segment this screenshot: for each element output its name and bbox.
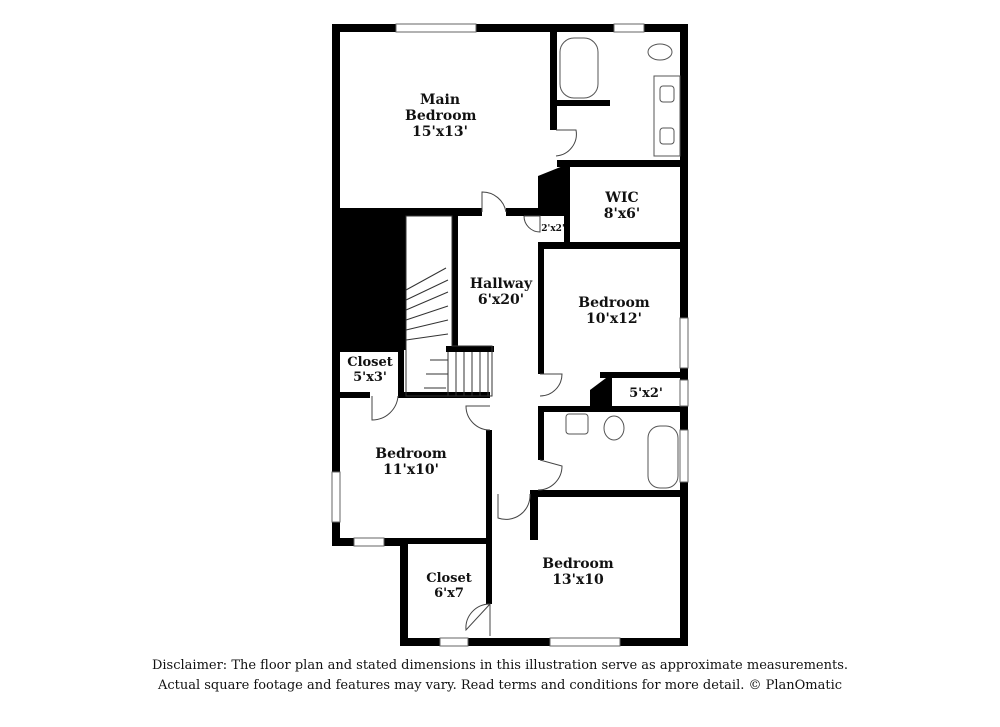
- window-closet-lower: [439, 637, 469, 647]
- room-dims: 10'x12': [586, 311, 642, 328]
- window-bedroom3-bottom: [353, 537, 385, 547]
- window-closet-right: [679, 379, 689, 407]
- room-bedroom-2: Bedroom 10'x12': [562, 295, 666, 327]
- wall-bedroom2-left: [538, 242, 544, 374]
- door-bedroom4: [497, 493, 531, 520]
- bathtub-main: [559, 37, 599, 99]
- room-dims: 5'x3': [353, 369, 387, 385]
- exterior-wall-left: [332, 24, 340, 546]
- wall-bedroom4-top: [530, 490, 538, 540]
- sink-hall-bath: [565, 413, 589, 435]
- doors: [371, 129, 577, 636]
- door-bedroom3: [465, 405, 491, 431]
- sink-main-2: [659, 127, 675, 145]
- room-name: Main Bedroom: [405, 92, 477, 125]
- room-main-bedroom: Main Bedroom 15'x13': [380, 92, 500, 140]
- room-dims: 5'x2': [629, 386, 663, 401]
- door-bedroom2: [539, 373, 563, 397]
- wall-wic-bottom: [538, 242, 680, 249]
- wall-main-bedroom-bottom: [332, 208, 482, 216]
- wall-main-bath-stub: [550, 100, 610, 106]
- room-dims: 2'x2': [541, 224, 565, 234]
- room-dims: 6'x20': [477, 292, 525, 309]
- room-name: WIC: [605, 190, 639, 206]
- room-dims: 11'x10': [383, 462, 439, 479]
- room-name: Closet: [426, 571, 472, 586]
- room-dims: 13'x10: [552, 572, 604, 589]
- wall-closet-upper-bottom-r: [398, 392, 490, 398]
- wall-closet-lower-right: [486, 538, 492, 604]
- wall-stair-right: [452, 216, 458, 346]
- room-hallway: Hallway 6'x20': [460, 276, 542, 308]
- room-closet-right: 5'x2': [616, 386, 676, 402]
- room-name: Hallway: [469, 276, 533, 292]
- stair-void: [340, 216, 406, 350]
- room-dims: 15'x13': [412, 124, 468, 141]
- exterior-wall-step-v: [400, 538, 408, 646]
- wall-stair-landing: [446, 346, 494, 352]
- bathtub-hall: [647, 425, 679, 489]
- sink-main-1: [659, 85, 675, 103]
- room-closet-lower: Closet 6'x7: [414, 571, 484, 602]
- room-wic: WIC 8'x6': [582, 190, 662, 222]
- wall-closet-right-bottom: [538, 406, 680, 412]
- stair-treads-lower: [424, 352, 489, 396]
- windows: [331, 23, 689, 647]
- stair-treads-upper: [405, 267, 449, 341]
- wic-corner: [538, 164, 568, 216]
- window-main-bath: [613, 23, 645, 33]
- wall-closet-upper-top: [332, 346, 404, 352]
- room-name: Closet: [347, 355, 393, 370]
- room-bedroom-3: Bedroom 11'x10': [358, 446, 464, 478]
- wall-bath-bottom: [557, 160, 680, 167]
- wall-bedroom3-bottom: [332, 538, 492, 544]
- room-dims: 6'x7: [434, 585, 464, 601]
- door-small-closet: [523, 215, 541, 233]
- room-dims: 8'x6': [603, 206, 641, 223]
- wall-closet-upper-right: [398, 346, 404, 396]
- stairs: [405, 215, 493, 397]
- disclaimer-line-1: Disclaimer: The floor plan and stated di…: [151, 658, 849, 673]
- door-main-bedroom: [481, 191, 507, 213]
- window-bedroom2: [679, 317, 689, 369]
- window-main-bedroom: [395, 23, 477, 33]
- room-bedroom-4: Bedroom 13'x10: [528, 556, 628, 588]
- window-bedroom3-left: [331, 471, 341, 523]
- room-small-closet: 2'x2': [538, 224, 568, 234]
- disclaimer: Disclaimer: The floor plan and stated di…: [0, 656, 1000, 695]
- door-closet-upper: [371, 395, 399, 421]
- window-bedroom4: [549, 637, 621, 647]
- wall-bedroom2-bottom: [600, 372, 680, 378]
- wall-main-bath-left: [550, 32, 557, 130]
- door-closet-lower: [465, 603, 491, 636]
- closet-right-corner: [590, 378, 612, 412]
- wall-wic-left: [564, 164, 570, 244]
- wall-hall-bath-left: [538, 406, 544, 460]
- toilet-main-tank: [647, 43, 673, 61]
- wall-main-bedroom-bottom-right: [506, 208, 556, 216]
- stair-outline: [405, 215, 493, 397]
- room-name: Bedroom: [542, 556, 614, 572]
- door-hall-bath: [537, 459, 563, 491]
- room-closet-upper: Closet 5'x3': [340, 355, 400, 386]
- fixtures: [559, 37, 681, 489]
- door-main-bath: [555, 129, 577, 157]
- wall-hall-bath-bottom: [532, 490, 680, 497]
- wall-closet-upper-bottom: [332, 392, 370, 398]
- wall-bedroom3-right: [486, 430, 492, 546]
- exterior-wall-bottom: [400, 638, 688, 646]
- exterior-wall-top: [332, 24, 688, 32]
- room-name: Bedroom: [578, 295, 650, 311]
- window-hall-bath: [679, 429, 689, 483]
- room-name: Bedroom: [375, 446, 447, 462]
- disclaimer-line-2: Actual square footage and features may v…: [157, 677, 843, 693]
- toilet-hall-bath: [603, 415, 625, 441]
